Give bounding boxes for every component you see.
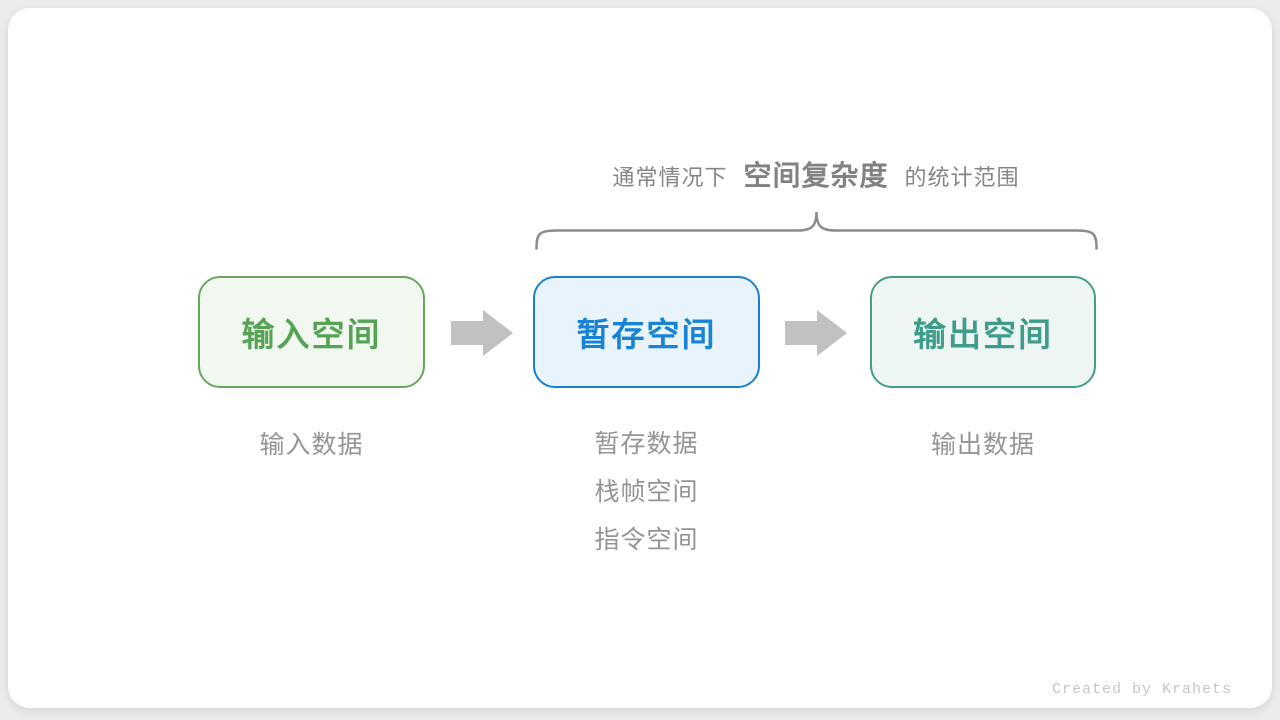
caption-temp-data: 暂存数据 (594, 430, 699, 458)
annotation-prefix: 通常情况下 (612, 165, 728, 190)
brace-icon (535, 211, 1098, 250)
caption-input-data: 输入数据 (259, 431, 364, 459)
diagram-card: 通常情况下 空间复杂度 的统计范围 输入空间 暂存空间 输出空间 输入数据 暂存… (8, 8, 1272, 708)
output-space-box: 输出空间 (870, 276, 1096, 388)
annotation-suffix: 的统计范围 (904, 165, 1020, 190)
caption-output-data: 输出数据 (930, 431, 1035, 459)
credit-text: Created by Krahets (1051, 681, 1232, 698)
annotation-highlight: 空间复杂度 (743, 160, 889, 191)
caption-stack-frame-space: 栈帧空间 (594, 478, 699, 506)
scope-annotation: 通常情况下 空间复杂度 的统计范围 (612, 154, 1019, 194)
input-space-label: 输入空间 (241, 316, 382, 353)
input-space-box: 输入空间 (198, 276, 425, 388)
output-space-label: 输出空间 (913, 316, 1053, 353)
arrow-right-icon (451, 310, 513, 356)
temp-space-box: 暂存空间 (533, 276, 760, 388)
caption-instruction-space: 指令空间 (594, 526, 699, 554)
temp-space-label: 暂存空间 (576, 316, 717, 353)
arrow-right-icon (785, 310, 847, 356)
